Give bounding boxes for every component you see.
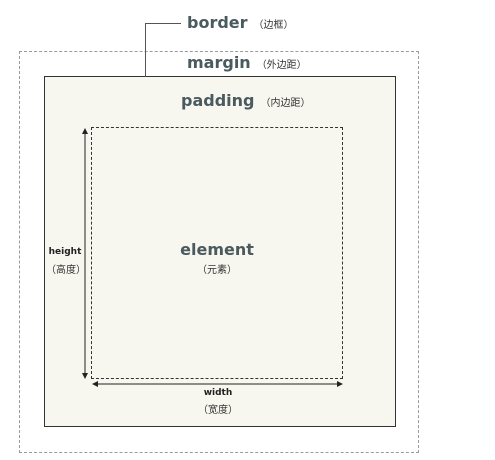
margin-label-title: margin [187, 53, 251, 72]
element-area [91, 127, 343, 379]
height-label: height （高度） [46, 247, 86, 276]
width-label: width （宽度） [193, 388, 243, 416]
padding-label-title: padding [181, 91, 255, 110]
margin-label-note: （外边距） [256, 60, 307, 71]
margin-area [19, 51, 419, 453]
width-label-title: width [203, 388, 233, 398]
height-label-note: （高度） [46, 265, 86, 276]
border-label-note: （边框） [253, 20, 294, 31]
width-label-note: （宽度） [198, 405, 238, 416]
border-label-title: border [187, 13, 248, 32]
padding-label-note: （内边距） [260, 98, 311, 109]
element-label-title: element [180, 240, 254, 259]
element-label-note: （元素） [197, 265, 237, 276]
border-callout-line-horizontal [145, 23, 181, 24]
margin-label: margin （外边距） [187, 53, 307, 72]
padding-label: padding （内边距） [181, 91, 310, 110]
border-label: border （边框） [187, 13, 294, 32]
element-label: element （元素） [167, 240, 267, 276]
height-label-title: height [48, 247, 82, 257]
border-callout-line-vertical [145, 23, 146, 77]
